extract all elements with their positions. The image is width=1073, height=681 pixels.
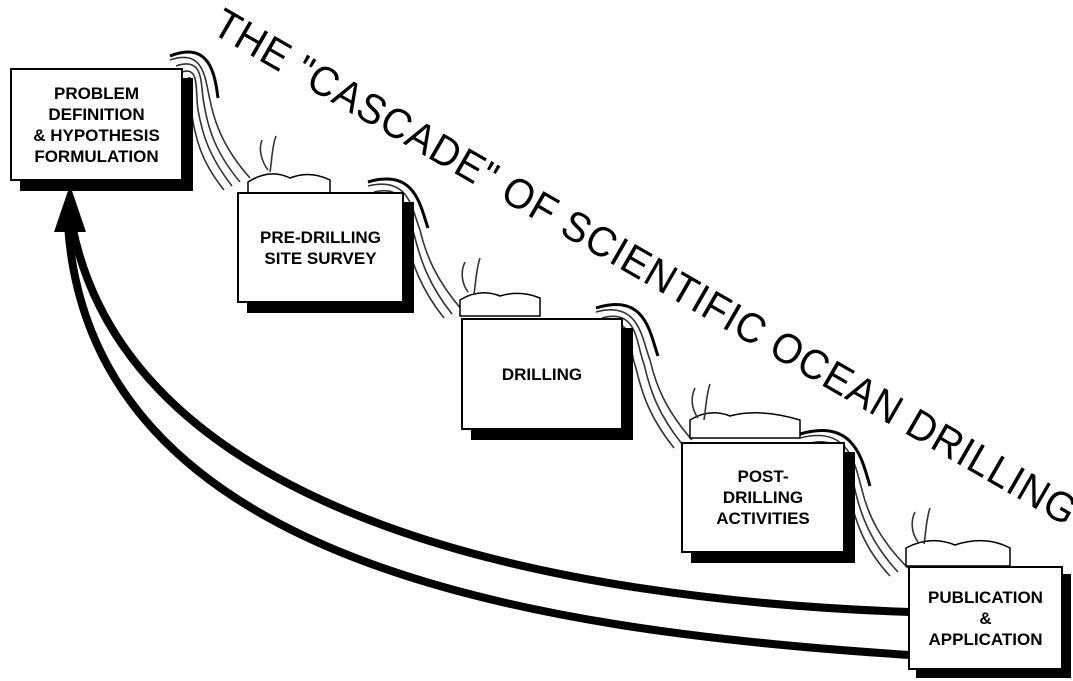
waterfall-1 bbox=[169, 50, 331, 197]
waterfall-3 bbox=[595, 303, 801, 449]
feedback-arrow bbox=[54, 185, 911, 659]
stage-label-post-drilling: POST- DRILLING ACTIVITIES bbox=[716, 467, 810, 528]
stage-box-drilling: DRILLING bbox=[461, 318, 623, 430]
stage-box-problem-definition: PROBLEM DEFINITION & HYPOTHESIS FORMULAT… bbox=[10, 68, 183, 181]
stage-label-publication: PUBLICATION & APPLICATION bbox=[928, 587, 1043, 649]
stage-box-site-survey: PRE-DRILLING SITE SURVEY bbox=[237, 192, 404, 303]
feedback-curve-outer bbox=[64, 224, 911, 659]
stage-box-post-drilling: POST- DRILLING ACTIVITIES bbox=[681, 442, 845, 553]
stage-label-problem-definition: PROBLEM DEFINITION & HYPOTHESIS FORMULAT… bbox=[33, 83, 160, 166]
stage-label-site-survey: PRE-DRILLING SITE SURVEY bbox=[260, 227, 381, 268]
stage-box-publication: PUBLICATION & APPLICATION bbox=[908, 566, 1063, 670]
stage-label-drilling: DRILLING bbox=[501, 364, 583, 384]
feedback-curve-inner bbox=[68, 224, 911, 616]
arrowhead bbox=[54, 185, 86, 232]
